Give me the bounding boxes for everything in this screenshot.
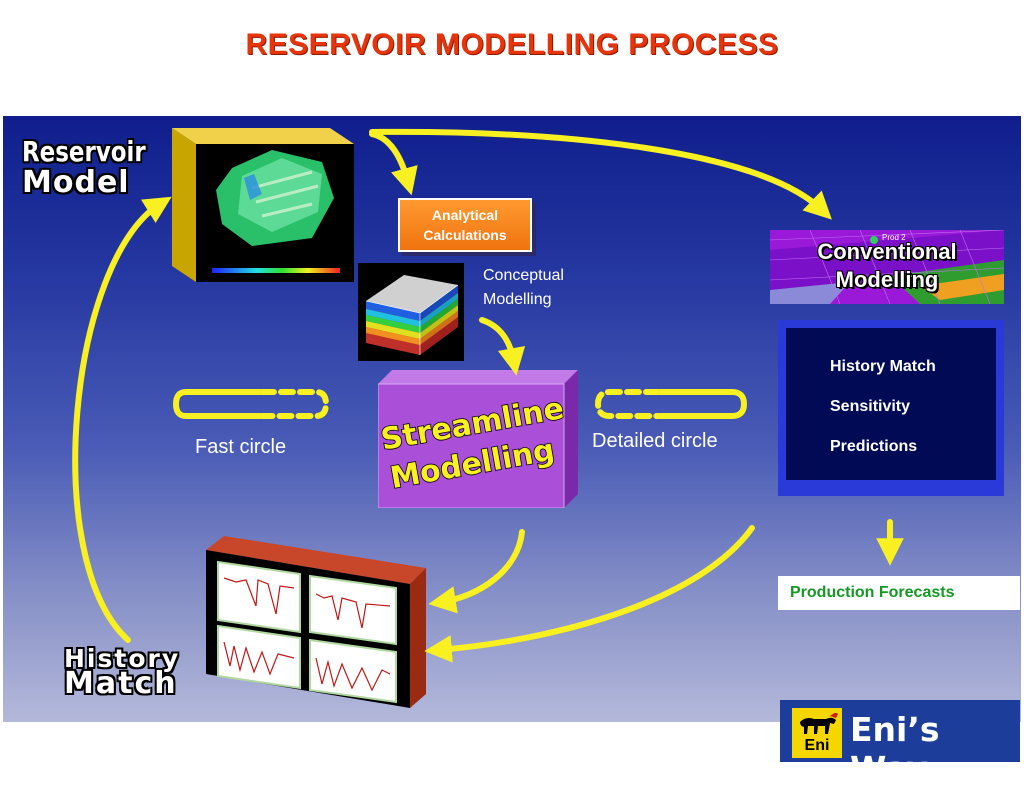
history-match-box-inner: History Match Sensitivity Predictions (786, 328, 996, 480)
eni-logo-icon: Eni (790, 706, 844, 760)
conventional-model-thumbnail: Prod 2 (770, 230, 1004, 304)
conceptual-model-thumbnail (358, 263, 464, 361)
detailed-circle-loop-dashed (594, 389, 661, 419)
analytical-line2: Calculations (423, 227, 507, 243)
eni-slogan: Eni’s Way (850, 710, 940, 788)
history-match-label-line1: History (64, 644, 181, 673)
fast-circle-loop-dashed (259, 389, 330, 419)
analytical-line1: Analytical (431, 207, 499, 223)
history-match-label: History Match (64, 646, 180, 699)
history-match-box: History Match Sensitivity Predictions (778, 320, 1004, 496)
arrow-model-to-analytical (369, 131, 418, 196)
eni-logo-brand: Eni (804, 737, 830, 754)
arrow-model-to-conventional (369, 128, 832, 220)
conventional-modelling-label: Conventional Modelling (770, 238, 1004, 294)
analytical-calculations-box: Analytical Calculations (398, 198, 532, 252)
prod2-label: Prod 2 (882, 233, 906, 242)
list-item-predictions: Predictions (830, 438, 918, 455)
arrow-conceptual-to-streamline (479, 317, 526, 376)
conventional-line2: Modelling (835, 267, 939, 292)
conceptual-modelling-label: Conceptual Modelling (483, 264, 564, 312)
six-legged-dog-icon (800, 712, 838, 734)
reservoir-model-label-line1: Reservoir (22, 135, 146, 168)
arrow-historymatch-to-model (72, 196, 172, 643)
history-match-plots (206, 536, 426, 708)
list-item-sensitivity: Sensitivity (830, 398, 911, 415)
conceptual-line2: Modelling (483, 291, 552, 308)
history-match-label-line2: Match (64, 666, 178, 701)
reservoir-model-label-line2: Model (22, 165, 130, 200)
reservoir-model-thumbnail (172, 128, 354, 282)
detailed-circle-label: Detailed circle (592, 430, 718, 452)
eni-logo-banner: Eni Eni’s Way (780, 700, 1020, 788)
conventional-line1: Conventional (817, 239, 957, 264)
detailed-circle-loop (657, 389, 748, 419)
reservoir-model-label: Reservoir Model (22, 138, 173, 198)
list-item-history-match: History Match (830, 358, 936, 375)
streamline-modelling-box: Streamline Modelling (378, 370, 578, 508)
flow-arrows (72, 128, 904, 663)
fast-circle-label: Fast circle (195, 436, 287, 458)
arrow-streamline-to-plots (428, 529, 525, 614)
arrow-conventional-to-plots (424, 525, 755, 663)
production-forecasts-box: Production Forecasts (778, 576, 1020, 610)
conceptual-line1: Conceptual (483, 267, 564, 284)
fast-circle-loop (172, 389, 263, 419)
page-title: RESERVOIR MODELLING PROCESS (245, 28, 779, 61)
